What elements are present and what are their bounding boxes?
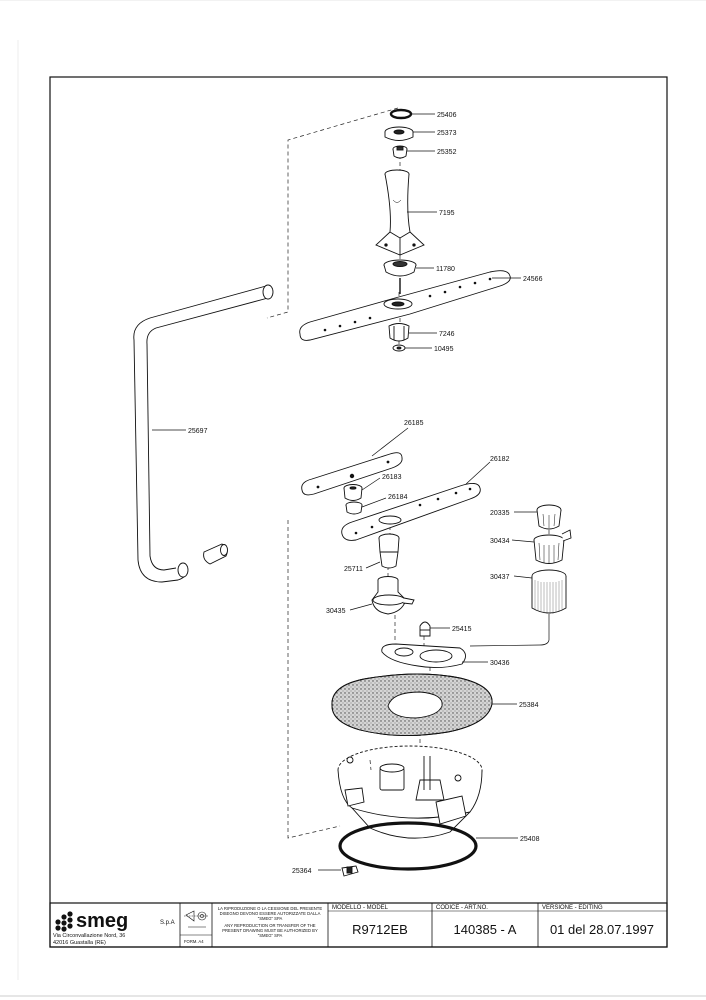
address-line-2: 42016 Guastalla (RE) — [53, 940, 106, 946]
part-26184-bushing — [345, 501, 363, 515]
title-block: smeg S.p.A Via Circonvallazione Nord, 36… — [49, 902, 668, 948]
label-25415: 25415 — [452, 626, 472, 633]
label-26182: 26182 — [490, 456, 510, 463]
label-25352: 25352 — [437, 149, 457, 156]
version-header: VERSIONE - EDITING — [542, 905, 603, 911]
label-30434: 30434 — [490, 538, 510, 545]
notice-line: ANY REPRODUCTION OR TRANSFER OF THE — [224, 923, 315, 928]
label-11780: 11780 — [436, 266, 455, 273]
part-30436-plate — [381, 643, 466, 669]
label-25373: 25373 — [437, 130, 457, 137]
label-7246: 7246 — [439, 331, 455, 338]
label-20335: 20335 — [490, 510, 510, 517]
address-line-1: Via Circonvallazione Nord, 36 — [53, 933, 125, 939]
reproduction-notice: LA RIPRODUZIONE O LA CESSIONE DEL PRESEN… — [218, 906, 323, 938]
part-25415-cap — [419, 621, 431, 637]
notice-line: DISEGNO DEVONO ESSERE AUTORIZZATE DALLA — [220, 911, 321, 916]
label-25364: 25364 — [292, 868, 312, 875]
part-25406-ring — [389, 108, 413, 120]
label-25384: 25384 — [519, 702, 539, 709]
part-25697-feed-pipe — [133, 284, 274, 583]
label-24566: 24566 — [523, 276, 543, 283]
part-25408-gasket — [338, 821, 478, 871]
notice-line: LA RIPRODUZIONE O LA CESSIONE DEL PRESEN… — [218, 906, 323, 911]
part-labels: 25406 25373 25352 7195 11780 24566 7246 … — [188, 112, 543, 875]
code-value: 140385 - A — [454, 922, 517, 937]
part-25364-clip — [341, 865, 359, 877]
part-30434-filter-mid — [533, 529, 572, 564]
part-7195-tube — [375, 169, 425, 256]
model-header: MODELLO - MODEL — [332, 905, 389, 911]
projection-symbol — [184, 910, 208, 928]
label-30437: 30437 — [490, 574, 510, 581]
part-25352-bushing — [392, 145, 408, 159]
part-11780-hub — [383, 259, 417, 294]
label-7195: 7195 — [439, 210, 455, 217]
part-26185-spray-arm — [301, 452, 403, 496]
brand-suffix: S.p.A — [160, 920, 175, 926]
notice-line: PRESENT DRAWING MUST BE AUTHORIZED BY — [222, 928, 318, 933]
part-25384-seal-plate — [331, 673, 493, 736]
sump-housing — [337, 745, 483, 839]
version-value: 01 del 28.07.1997 — [550, 922, 654, 937]
label-10495: 10495 — [434, 346, 454, 353]
model-value: R9712EB — [352, 922, 408, 937]
part-10495-nut — [392, 344, 406, 352]
part-24566-upper-spray-arm — [299, 270, 511, 341]
part-25373-nut — [384, 126, 414, 141]
part-20335-filter-top — [536, 504, 562, 530]
notice-line: "SMEG" SPA — [258, 916, 283, 921]
part-7246-fitting — [388, 323, 410, 342]
smeg-logo: smeg S.p.A — [55, 910, 175, 932]
label-26183: 26183 — [382, 474, 402, 481]
label-30435: 30435 — [326, 608, 346, 615]
label-26185: 26185 — [404, 420, 424, 427]
form-size: FORM. A4 — [184, 939, 204, 944]
part-30435-fitting — [371, 576, 415, 615]
leader-lines — [152, 113, 537, 871]
part-25711-tube — [378, 533, 400, 569]
notice-line: "SMEG" SPA — [258, 933, 283, 938]
part-26183-bushing — [343, 484, 363, 501]
brand-name: smeg — [76, 910, 128, 932]
label-25408: 25408 — [520, 836, 540, 843]
part-26182-spray-arm — [341, 483, 481, 541]
label-30436: 30436 — [490, 660, 510, 667]
label-25406: 25406 — [437, 112, 457, 119]
label-26184: 26184 — [388, 494, 408, 501]
part-30437-filter-basket — [469, 569, 567, 647]
label-25697: 25697 — [188, 428, 208, 435]
label-25711: 25711 — [344, 566, 363, 573]
code-header: CODICE - ART.NO. — [436, 905, 488, 911]
part-sleeve — [203, 543, 228, 565]
